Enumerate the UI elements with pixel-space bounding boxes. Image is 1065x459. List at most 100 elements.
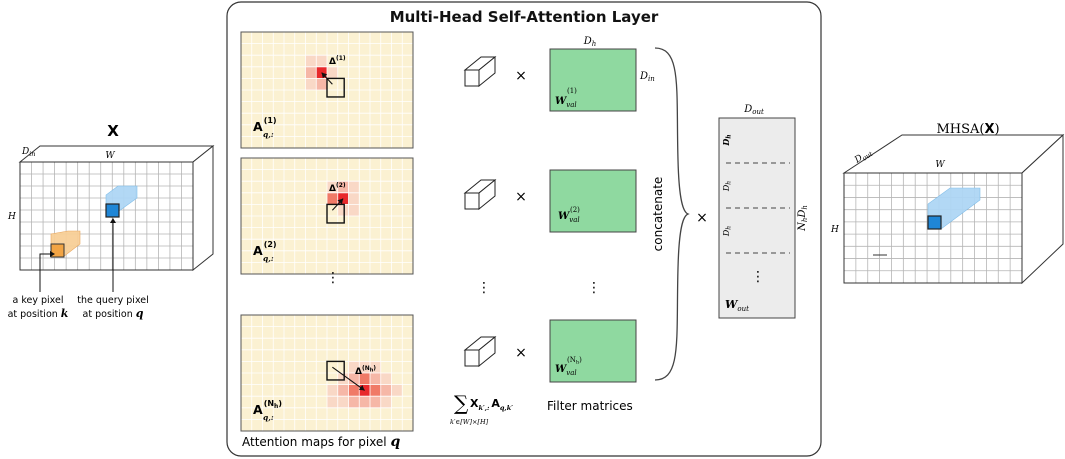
attention-weight-cell — [337, 384, 349, 397]
sum-expression: ∑ Xk′,:Aq,k′ k′∈[W]×[H] — [450, 391, 513, 426]
ellipsis-maps: ⋮ — [326, 270, 340, 286]
attention-weight-cell — [305, 78, 317, 90]
attention-weight-cell — [380, 396, 392, 408]
concat-brace — [654, 47, 690, 381]
attention-weight-cell — [359, 396, 370, 408]
pixel-vectors — [463, 55, 497, 368]
attention-weight-cell — [327, 384, 338, 397]
shift-arrowhead — [337, 198, 344, 205]
attention-sub-2: q,: — [263, 254, 274, 263]
attention-weight-cell — [348, 192, 360, 205]
attention-weight-cell — [327, 66, 338, 79]
layer-title: Multi-Head Self-Attention Layer — [390, 8, 659, 26]
attention-caption: Attention maps for pixel q — [242, 434, 400, 450]
query-box — [326, 360, 345, 381]
filter-matrix-n-sup: (Nh) — [567, 356, 582, 366]
query-caption-line2: at position q — [83, 307, 144, 320]
attention-weight-cell — [359, 361, 370, 373]
ellipsis-wout: ⋮ — [751, 269, 765, 285]
input-tensor-side — [192, 144, 214, 272]
wout-row-1: Dh — [721, 134, 733, 146]
attention-sub-n: q,: — [263, 413, 274, 422]
attention-weight-cell — [316, 55, 327, 67]
key-caption-line2: at position k — [8, 307, 69, 320]
pixel-vector-1 — [463, 55, 497, 88]
attention-weight-cell — [348, 204, 360, 216]
attention-weight-cell — [316, 78, 327, 90]
attention-weight-cell — [337, 396, 349, 408]
wout-top-label: Dout — [743, 104, 764, 116]
output-dim-h: H — [830, 225, 839, 235]
attention-label-1: A(1) — [253, 116, 277, 134]
attention-maps — [240, 31, 414, 432]
attention-weight-cell — [359, 373, 370, 385]
wout-row-3: Dh — [722, 226, 733, 237]
key-caption: a key pixel — [13, 295, 64, 306]
pixel-vector-3 — [463, 335, 497, 368]
attention-label-2: A(2) — [253, 240, 277, 258]
attention-weight-cell — [327, 192, 338, 205]
wout-rect — [718, 117, 796, 319]
sum-term: Xk′,:Aq,k′ — [470, 397, 513, 412]
attention-weight-cell — [380, 384, 392, 397]
filter-caption: Filter matrices — [547, 399, 633, 413]
filter-matrix-1-sup: (1) — [567, 87, 577, 95]
mhsa-layer-frame — [226, 1, 822, 457]
filter-matrix-n — [549, 319, 637, 383]
times-n: × — [515, 345, 527, 361]
attention-weight-cell — [380, 373, 392, 385]
input-dim-w: W — [105, 151, 115, 161]
times-1: × — [515, 68, 527, 84]
shift-arrow — [332, 366, 365, 391]
pixel-vector-2 — [463, 178, 497, 211]
delta-label-n: Δ(Nh) — [355, 365, 376, 377]
output-grid-lines — [844, 173, 1022, 283]
query-caption: the query pixel — [77, 295, 149, 306]
filter-matrix-n-label: Wval — [555, 364, 577, 377]
input-label: X — [107, 122, 119, 140]
attention-weight-cell — [305, 66, 317, 79]
sum-symbol: ∑ — [454, 391, 469, 415]
filter-matrix-2-label: Wval — [558, 211, 580, 224]
attention-weight-cell — [348, 361, 360, 373]
attention-weight-cell — [327, 181, 338, 193]
filter-matrices: Dh Din Wval (1) Wval (2) Wval (Nh) ⋮ — [549, 36, 655, 383]
delta-label-1: Δ(1) — [329, 55, 346, 67]
attention-weight-cell — [348, 181, 360, 193]
key-arrow — [39, 253, 50, 292]
attention-map-1 — [240, 31, 414, 149]
output-label: MHSA(X) — [936, 122, 999, 137]
attention-weight-cell — [370, 361, 381, 373]
attention-weight-cell — [359, 384, 370, 397]
attention-weight-cell — [348, 373, 360, 385]
times-concat: × — [696, 210, 708, 226]
attention-weight-cell — [370, 373, 381, 385]
query-box — [326, 203, 345, 224]
attention-sub-1: q,: — [263, 130, 274, 139]
wout-matrix: Dout Dh Dh Dh ⋮ Wout NhDh — [718, 104, 809, 319]
sum-range: k′∈[W]×[H] — [450, 418, 489, 426]
concat-label: concatenate — [651, 177, 665, 252]
ellipsis-filters: ⋮ — [587, 280, 601, 296]
attention-weight-cell — [327, 396, 338, 408]
wout-row-2: Dh — [722, 181, 733, 192]
attention-weight-cell — [370, 396, 381, 408]
attention-weight-cell — [305, 55, 317, 67]
shift-arrowhead — [358, 385, 365, 391]
ellipsis-blocks: ⋮ — [477, 280, 491, 296]
attention-label-n: A(Nh) — [253, 399, 282, 417]
attention-map-3 — [240, 314, 414, 432]
output-dim-w: W — [935, 160, 945, 170]
query-box — [326, 77, 345, 98]
input-tensor-top — [18, 145, 215, 163]
din-label: Din — [639, 71, 655, 83]
attention-grid-lines — [241, 315, 413, 431]
shift-arrowhead — [321, 72, 328, 79]
attention-weight-cell — [348, 396, 360, 408]
output-pixel — [927, 215, 942, 230]
attention-weight-cell — [337, 373, 349, 385]
filter-matrix-1 — [549, 48, 637, 112]
wout-side-label: NhDh — [797, 205, 809, 232]
attention-map-2 — [240, 157, 414, 275]
filter-matrix-2-sup: (2) — [570, 206, 580, 214]
